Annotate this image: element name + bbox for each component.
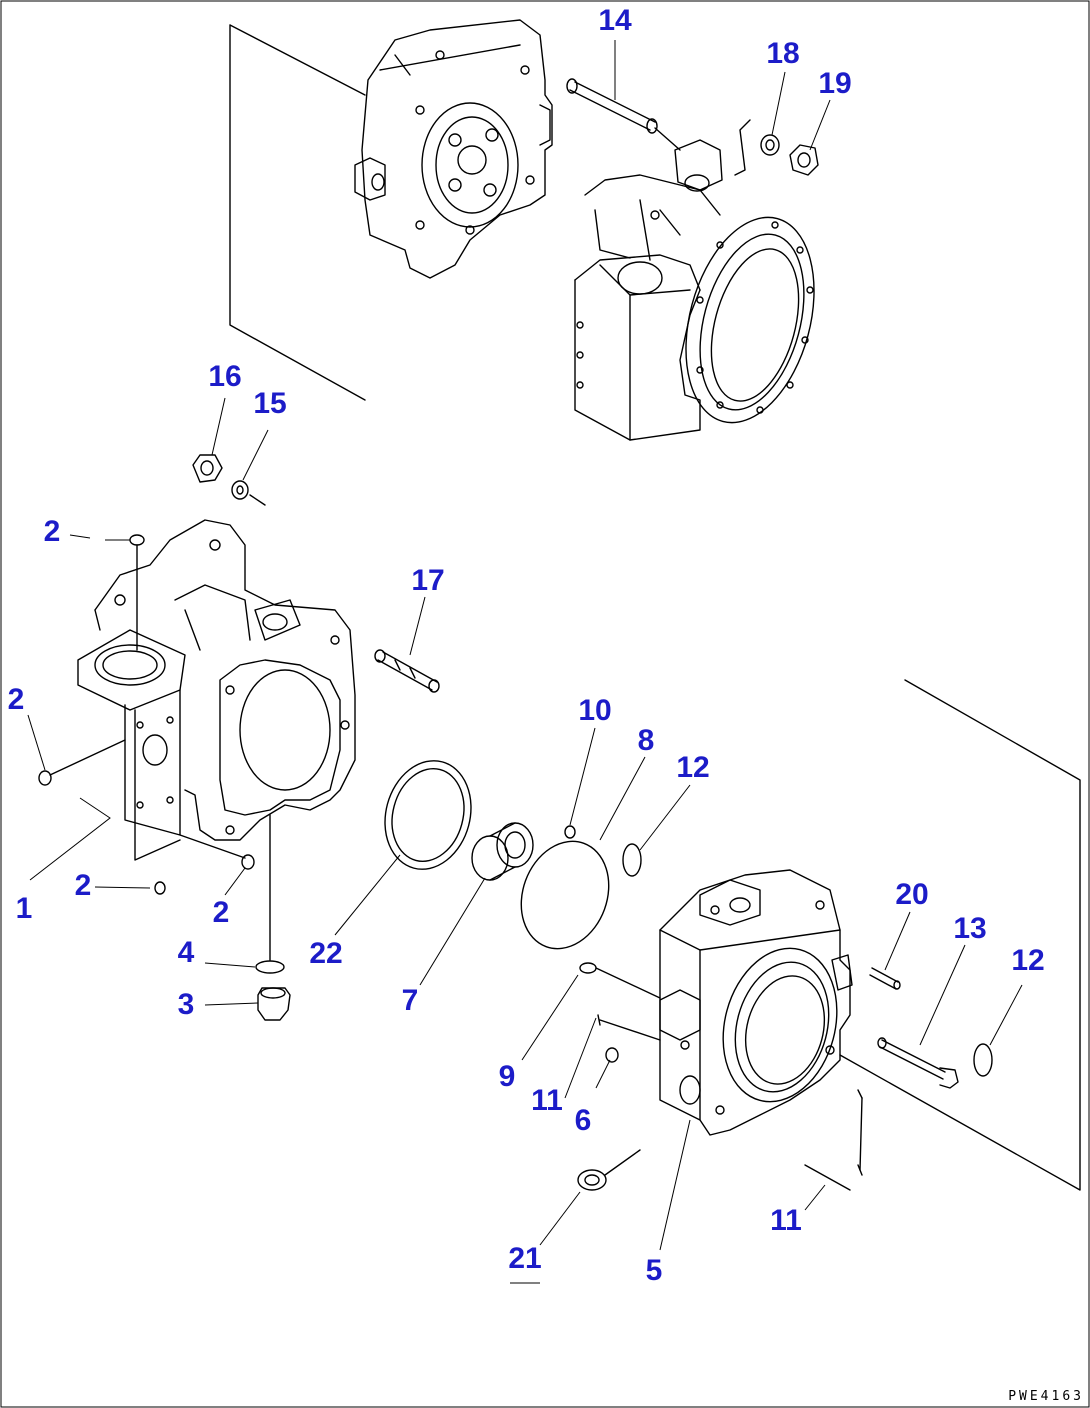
leader-lines (27, 40, 1023, 1284)
bolt-part-13 (877, 1037, 959, 1089)
upper-right-housing-part (574, 139, 815, 441)
pin-part-14 (566, 78, 681, 151)
callout-4: 4 (178, 936, 195, 969)
bearing-part-7 (471, 822, 534, 881)
o-ring-part-12-lower (973, 1043, 993, 1077)
pin-part-20 (869, 967, 901, 990)
callout-2-right: 2 (213, 896, 230, 929)
drawing-code: PWE4163 (1008, 1389, 1084, 1404)
washer-part-18 (734, 119, 780, 176)
bolt-part-2-left (38, 739, 126, 786)
callout-5: 5 (646, 1254, 663, 1287)
callout-14: 14 (598, 4, 632, 37)
housing-part-1 (77, 519, 356, 861)
pin-part-9 (579, 962, 661, 999)
stud-part-17 (374, 649, 440, 693)
callout-21: 21 (508, 1242, 541, 1275)
nut-part-19 (789, 144, 819, 176)
callout-12-lower: 12 (1011, 944, 1044, 977)
callout-11-upper: 11 (531, 1084, 563, 1117)
callout-8: 8 (638, 724, 655, 757)
callout-labels: 14 18 19 16 15 2 17 2 10 8 12 1 2 2 20 1… (8, 4, 1045, 1287)
callout-6: 6 (575, 1104, 592, 1137)
callout-1: 1 (16, 892, 33, 925)
o-ring-part-12-upper (622, 843, 642, 877)
plug-part-6 (605, 1047, 619, 1063)
callout-2-top: 2 (44, 515, 61, 548)
bolt-part-2-top (129, 534, 145, 651)
plug-part-3 (257, 987, 291, 1021)
eyebolt-part-21 (577, 1149, 641, 1191)
callout-9: 9 (499, 1060, 516, 1093)
callout-3: 3 (178, 988, 195, 1021)
callout-10: 10 (578, 694, 611, 727)
callout-17: 17 (411, 564, 444, 597)
callout-2-lower: 2 (75, 869, 92, 902)
housing-part-5 (659, 679, 1081, 1191)
callout-15: 15 (253, 387, 286, 420)
bolt-part-2-lower (154, 881, 166, 895)
pin-part-11-lower (804, 1089, 863, 1191)
callout-18: 18 (766, 37, 799, 70)
washer-part-4 (255, 814, 285, 974)
callout-16: 16 (208, 360, 241, 393)
seal-ring-part-22 (384, 760, 472, 870)
callout-2-left: 2 (8, 683, 25, 716)
callout-11-lower: 11 (770, 1204, 802, 1237)
bolt-part-2-right (179, 834, 255, 870)
callout-7: 7 (402, 984, 419, 1017)
nut-part-16 (192, 454, 223, 483)
callout-12-upper: 12 (676, 751, 709, 784)
o-ring-part-8 (520, 840, 610, 950)
washer-part-15 (231, 480, 266, 506)
callout-20: 20 (895, 878, 928, 911)
o-ring-part-10 (564, 825, 576, 839)
callout-22: 22 (309, 937, 342, 970)
pin-part-11-upper (597, 1014, 661, 1041)
callout-19: 19 (818, 67, 851, 100)
upper-housing-part (229, 19, 553, 401)
callout-13: 13 (953, 912, 986, 945)
